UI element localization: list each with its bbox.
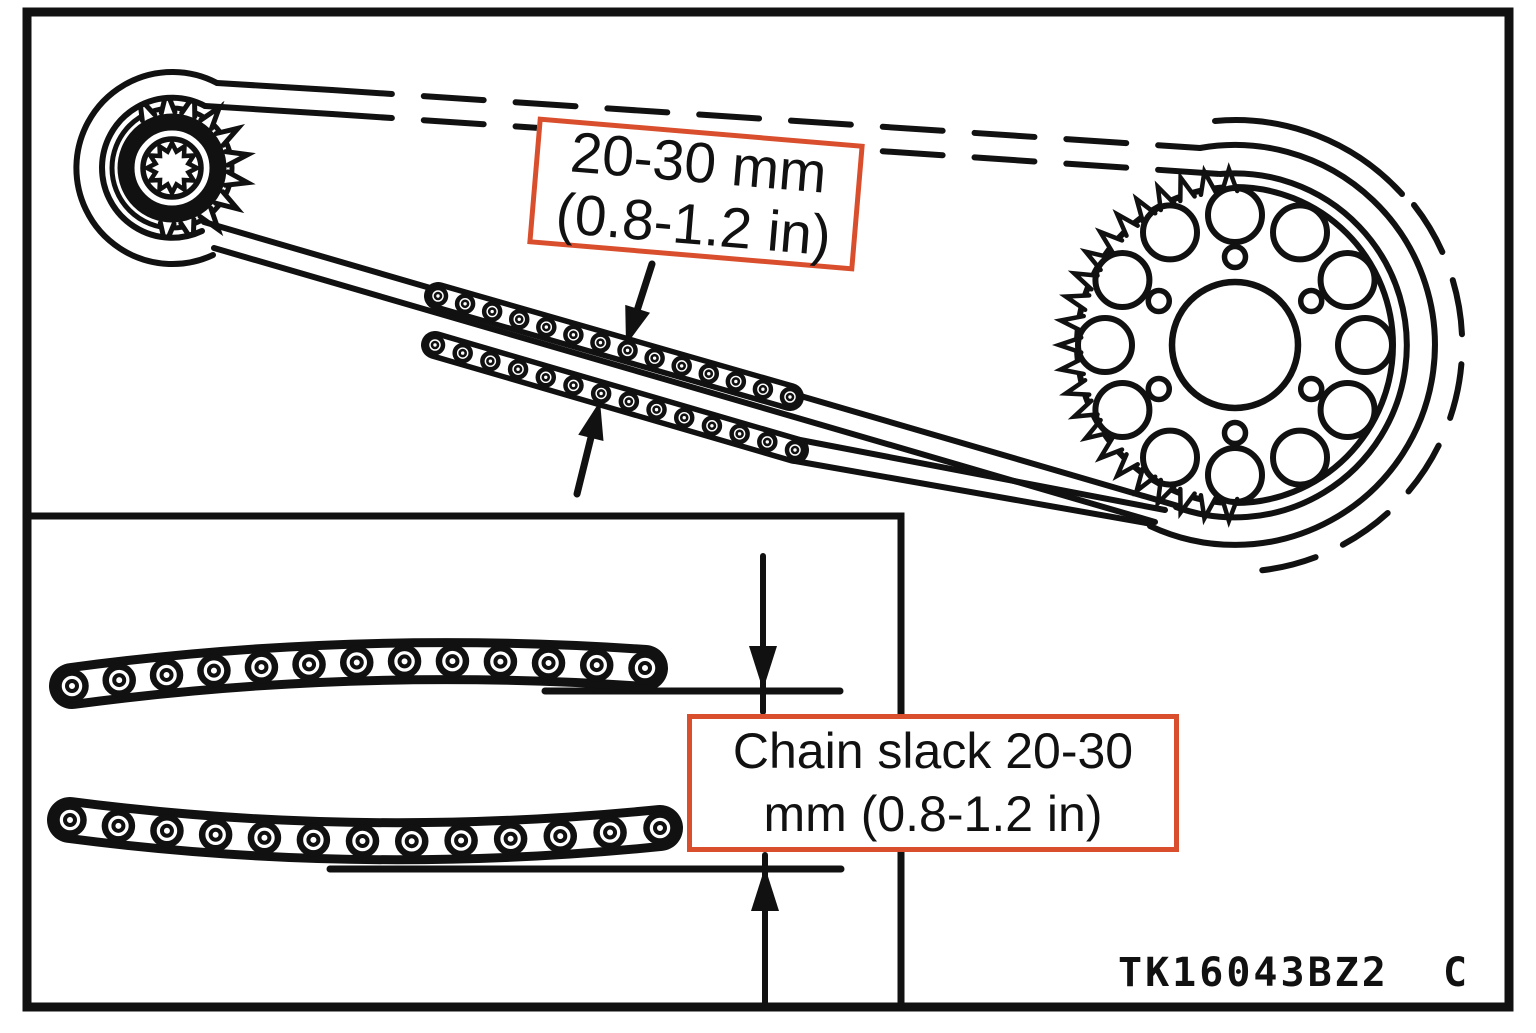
callout-line: mm (0.8-1.2 in) <box>763 786 1103 842</box>
lower-measurement-callout: Chain slack 20-30 mm (0.8-1.2 in) <box>687 714 1179 852</box>
figure-part-code: TK16043BZ2 C <box>1118 950 1471 996</box>
callout-line: Chain slack 20-30 <box>732 723 1134 779</box>
upper-measurement-callout: 20-30 mm (0.8-1.2 in) <box>527 116 865 272</box>
